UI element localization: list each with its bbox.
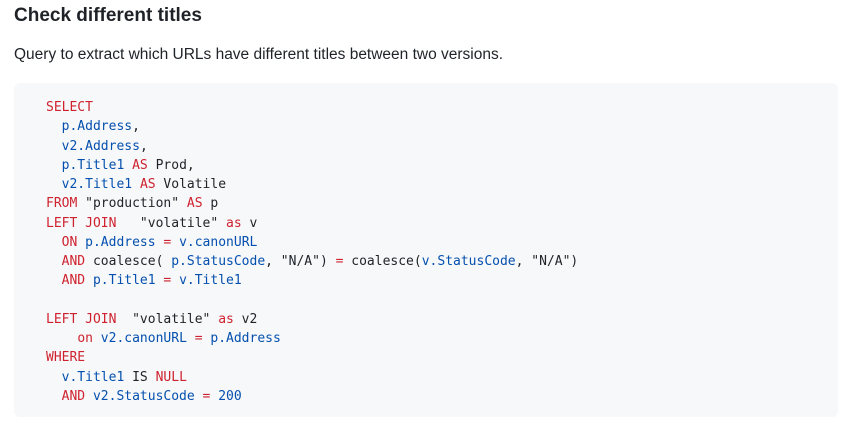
code-line: WHERE (46, 348, 578, 367)
text-token (46, 389, 62, 404)
keyword-token: AND (61, 273, 86, 289)
code-line: AND v2.StatusCode = 200 (46, 387, 578, 406)
keyword-token: = (163, 234, 172, 250)
section-description: Query to extract which URLs have differe… (14, 46, 504, 63)
code-line (46, 291, 578, 310)
section-heading: Check different titles (14, 5, 202, 26)
identifier-token: v.canonURL (179, 234, 258, 250)
identifier-token: p.Title1 (92, 273, 156, 289)
text-token: , "N/A") (265, 254, 336, 269)
text-token (171, 235, 179, 250)
keyword-token: SELECT (46, 100, 93, 115)
text-token (124, 158, 132, 173)
identifier-token: p.Address (210, 331, 281, 346)
keyword-token: AND (61, 254, 86, 269)
keyword-token: WHERE (46, 350, 86, 366)
sql-code[interactable]: SELECT p.Address, v2.Address, p.Title1 A… (46, 98, 578, 406)
text-token: coalesce( (343, 254, 422, 269)
identifier-token: v2.StatusCode (92, 388, 195, 404)
keyword-token: = (335, 254, 344, 269)
keyword-token: as (226, 215, 242, 231)
code-line: p.Title1 AS Prod, (46, 156, 578, 175)
code-line: AND coalesce( p.StatusCode, "N/A") = coa… (46, 252, 579, 271)
text-token (195, 389, 203, 404)
text-token: , "N/A") (515, 254, 579, 269)
text-token (132, 177, 140, 192)
text-token: IS (124, 369, 156, 385)
identifier-token: v2.Address (61, 138, 140, 154)
keyword-token: AS (139, 177, 156, 192)
keyword-token: NULL (155, 369, 187, 385)
keyword-token: on (77, 331, 93, 346)
text-token (85, 273, 93, 288)
identifier-token: v.Title1 (61, 369, 125, 385)
identifier-token: p.Address (85, 234, 156, 250)
text-token (46, 254, 62, 269)
code-line: v2.Title1 AS Volatile (46, 175, 578, 194)
keyword-token: = (194, 331, 203, 346)
text-token: p (202, 196, 219, 212)
text-token: Volatile (155, 177, 227, 192)
keyword-token: = (202, 388, 211, 404)
code-line: p.Address, (46, 117, 578, 136)
text-token: "volatile" (116, 215, 227, 231)
identifier-token: p.Address (61, 119, 133, 135)
keyword-token: = (163, 273, 172, 289)
text-token: v2 (233, 311, 258, 327)
keyword-token: AS (186, 196, 203, 212)
code-line: LEFT JOIN "volatile" as v2 (46, 310, 578, 329)
keyword-token: AND (61, 388, 86, 404)
text-token (46, 273, 62, 288)
identifier-token: v.Title1 (179, 273, 242, 289)
code-line: AND p.Title1 = v.Title1 (46, 271, 578, 290)
identifier-token: v.StatusCode (421, 254, 516, 269)
text-token: "production" (77, 196, 187, 212)
keyword-token: LEFT JOIN (46, 311, 117, 327)
code-line: LEFT JOIN "volatile" as v (46, 214, 578, 233)
keyword-token: ON (61, 234, 78, 250)
text-token (171, 273, 179, 288)
text-token (46, 139, 62, 154)
text-token: Prod, (147, 157, 195, 173)
text-token: "volatile" (116, 311, 219, 327)
text-token (46, 370, 62, 385)
code-line: on v2.canonURL = p.Address (46, 329, 578, 348)
text-token (187, 331, 195, 346)
text-token: , (132, 119, 140, 135)
keyword-token: FROM (46, 196, 78, 212)
keyword-token: as (218, 311, 234, 327)
code-line: FROM "production" AS p (46, 194, 578, 213)
text-token (46, 177, 62, 192)
text-token: coalesce( (85, 254, 172, 269)
text-token (46, 235, 62, 250)
identifier-token: v2.canonURL (100, 331, 187, 346)
code-block[interactable]: SELECT p.Address, v2.Address, p.Title1 A… (14, 83, 838, 417)
identifier-token: p.Title1 (61, 157, 125, 173)
keyword-token: AS (132, 157, 148, 173)
keyword-token: LEFT JOIN (46, 215, 117, 231)
text-token: , (139, 138, 148, 154)
text-token: v (241, 215, 258, 231)
code-line: SELECT (46, 98, 578, 117)
text-token (46, 119, 62, 134)
text-token (93, 331, 101, 346)
text-token (46, 331, 77, 346)
text-token (77, 235, 85, 250)
text-token (85, 389, 93, 404)
identifier-token: p.StatusCode (171, 254, 266, 269)
identifier-token: v2.Title1 (61, 177, 133, 192)
identifier-token: 200 (218, 388, 242, 404)
code-line: v.Title1 IS NULL (46, 368, 578, 387)
code-line: v2.Address, (46, 137, 578, 156)
text-token (46, 158, 62, 173)
code-line: ON p.Address = v.canonURL (46, 233, 578, 252)
